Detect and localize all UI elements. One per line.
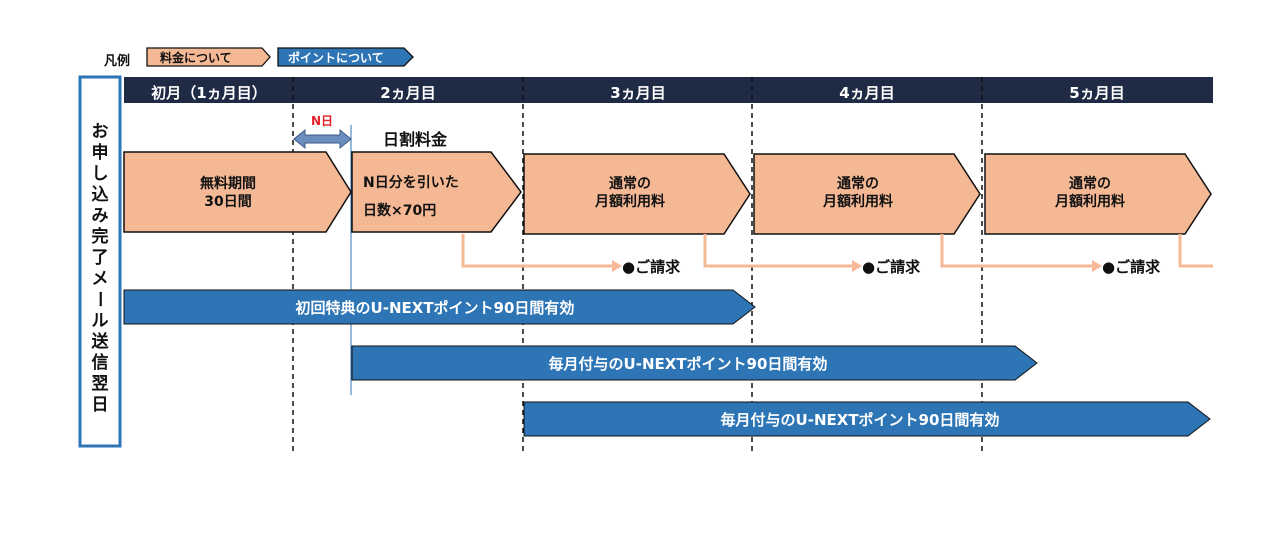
side-label-char: ー [89,291,109,308]
billing-arrowhead-1 [612,260,622,272]
side-label-char: み [92,206,109,226]
month-header-3: 3ヵ月目 [610,84,665,102]
side-label-char: メ [92,269,109,289]
fee-box-1-line2: 30日間 [204,194,251,210]
legend-point-text: ポイントについて [288,50,384,65]
fee-box-prorated [351,151,522,233]
side-label-char: 信 [92,352,109,373]
point-bar-3-text: 毎月付与のU-NEXTポイント90日間有効 [721,411,1000,429]
side-label-char: ル [92,311,109,331]
n-days-label: N日 [311,114,333,128]
side-label-char: 申 [92,142,109,163]
point-bar-monthly-1 [351,345,1038,381]
billing-arrowhead-2 [852,260,862,272]
side-label-char: お [92,122,109,142]
month-header-bar [124,77,1213,103]
fee-box-month-4 [753,153,981,235]
billing-label-3: ●ご請求 [1102,258,1161,276]
billing-label-1: ●ご請求 [622,258,681,276]
point-bar-2-text: 毎月付与のU-NEXTポイント90日間有効 [549,355,828,373]
fee-box-3-line1: 通常の [609,175,651,192]
point-bar-1-text: 初回特典のU-NEXTポイント90日間有効 [296,299,575,317]
billing-connector-3 [940,234,1092,268]
month-header-2: 2ヵ月目 [380,84,435,102]
side-label-char: 完 [92,226,109,247]
fee-box-4-line1: 通常の [837,175,879,192]
month-header-5: 5ヵ月目 [1069,84,1124,102]
point-bar-initial [123,289,756,325]
fee-box-1-line1: 無料期間 [200,175,256,192]
legend-point-swatch [277,47,414,67]
side-label-box [78,75,122,448]
fee-box-month-5 [984,153,1212,235]
billing-connector-4 [1178,234,1213,268]
legend-fee-swatch [146,47,271,67]
n-days-double-arrow [293,128,352,150]
billing-arrowhead-3 [1092,260,1102,272]
billing-label-2: ●ご請求 [862,258,921,276]
fee-box-3-line2: 月額利用料 [594,193,665,210]
side-label-char: 送 [92,331,110,352]
month-header-1: 初月（1ヵ月目） [151,84,266,102]
fee-box-2-line2: 日数×70円 [363,202,436,219]
fee-box-month-3 [523,153,751,235]
side-label-char: 翌 [92,374,109,394]
prorated-fee-label: 日割料金 [383,130,448,149]
side-label-char: し [92,164,109,184]
fee-box-free-period [123,151,352,233]
side-label-char: 日 [92,395,109,415]
billing-connector-1 [461,234,612,268]
fee-box-2-line1: N日分を引いた [363,175,459,191]
fee-box-4-line2: 月額利用料 [822,193,893,210]
fee-box-5-line2: 月額利用料 [1054,193,1125,210]
legend-label: 凡例 [104,53,130,69]
month-header-4: 4ヵ月目 [839,84,894,102]
side-label-char: 了 [92,248,109,268]
billing-connector-2 [703,234,852,268]
side-label-char: 込 [92,185,109,205]
legend-fee-text: 料金について [160,50,232,65]
fee-box-5-line1: 通常の [1069,175,1111,192]
point-bar-monthly-2 [523,401,1211,437]
